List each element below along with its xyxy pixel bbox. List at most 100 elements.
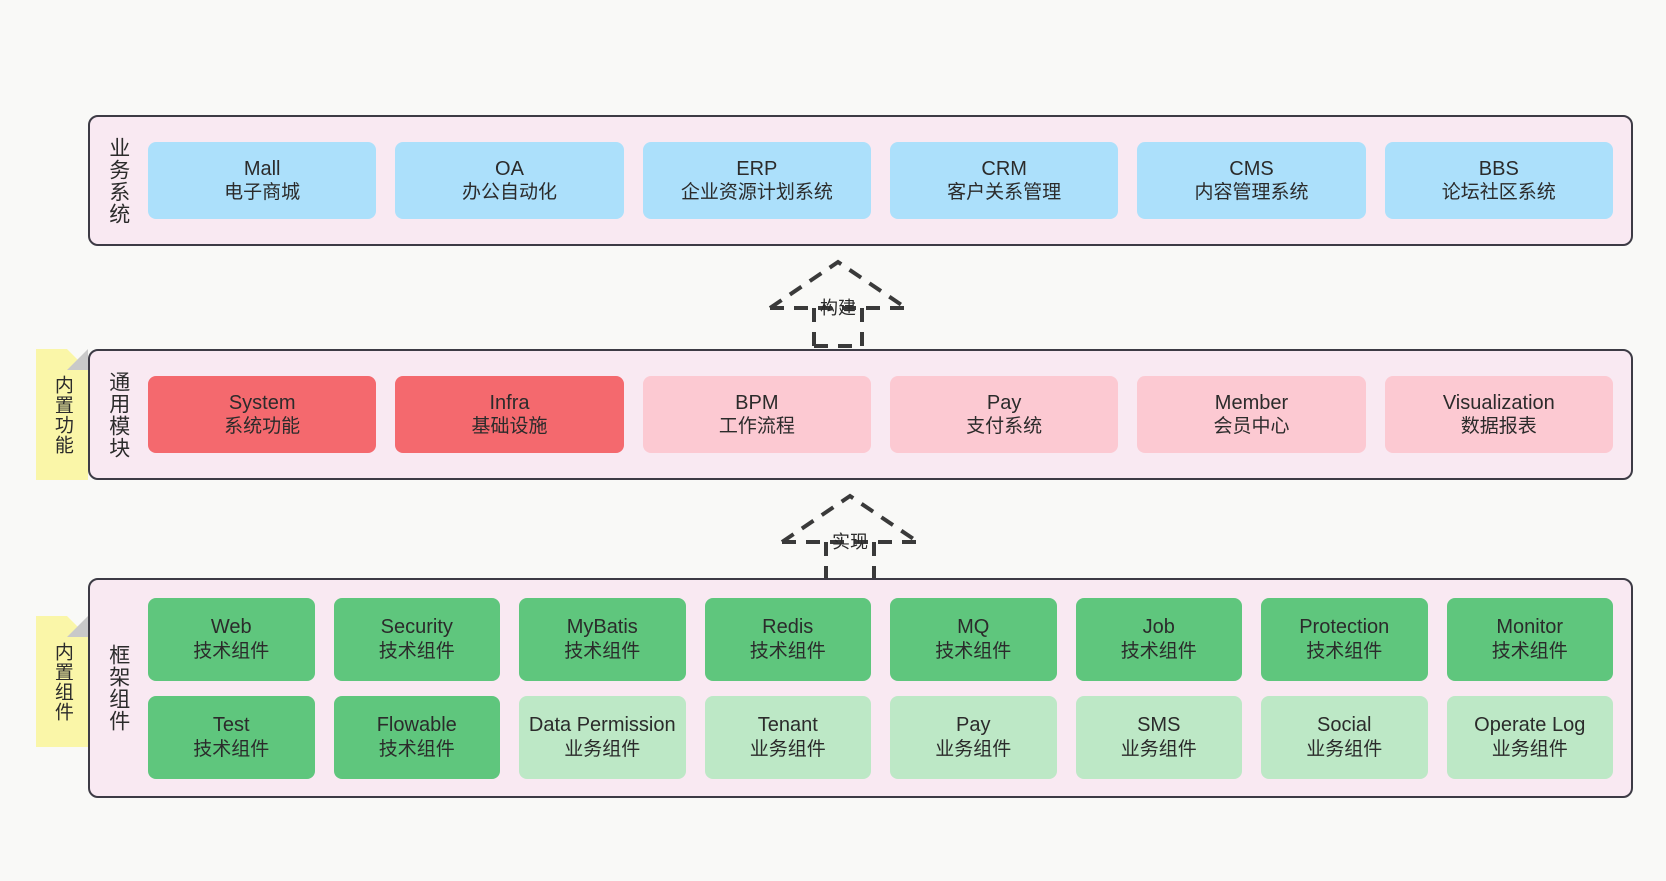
card-bpm[interactable]: BPM 工作流程 xyxy=(642,376,871,453)
card-subtitle: 技术组件 xyxy=(1491,640,1568,662)
card-title: MQ xyxy=(957,616,990,639)
card-sms[interactable]: SMS 业务组件 xyxy=(1075,695,1242,779)
layer-title-common-module: 通用模块 xyxy=(106,370,130,459)
card-subtitle: 技术组件 xyxy=(935,640,1012,662)
card-infra[interactable]: Infra 基础设施 xyxy=(395,376,624,453)
card-subtitle: 业务组件 xyxy=(935,738,1012,760)
card-subtitle: 会员中心 xyxy=(1213,416,1290,438)
card-title: Pay xyxy=(956,714,991,737)
card-title: CMS xyxy=(1229,157,1274,180)
card-bbs[interactable]: BBS 论坛社区系统 xyxy=(1384,142,1613,219)
card-title: Mall xyxy=(243,157,281,180)
card-subtitle: 技术组件 xyxy=(1306,640,1383,662)
card-cms[interactable]: CMS 内容管理系统 xyxy=(1137,142,1366,219)
card-subtitle: 技术组件 xyxy=(193,640,270,662)
card-job[interactable]: Job 技术组件 xyxy=(1075,597,1242,681)
card-subtitle: 办公自动化 xyxy=(461,182,557,204)
arrow-build-generalization: 构建 xyxy=(758,256,918,348)
layer-title-framework-component: 框架组件 xyxy=(106,644,130,732)
card-mybatis[interactable]: MyBatis 技术组件 xyxy=(519,597,686,681)
card-security[interactable]: Security 技术组件 xyxy=(333,597,500,681)
layer-body-framework-component: Web 技术组件 Security 技术组件 MyBatis 技术组件 Redi… xyxy=(146,580,1631,796)
card-flowable[interactable]: Flowable 技术组件 xyxy=(333,695,500,779)
card-member[interactable]: Member 会员中心 xyxy=(1137,376,1366,453)
card-visualization[interactable]: Visualization 数据报表 xyxy=(1384,376,1613,453)
card-social[interactable]: Social 业务组件 xyxy=(1261,695,1428,779)
card-data-permission[interactable]: Data Permission 业务组件 xyxy=(519,695,686,779)
card-title: OA xyxy=(495,157,524,180)
card-redis[interactable]: Redis 技术组件 xyxy=(704,597,871,681)
card-subtitle: 基础设施 xyxy=(471,416,548,438)
card-title: Test xyxy=(212,714,250,737)
card-subtitle: 技术组件 xyxy=(564,640,641,662)
card-oa[interactable]: OA 办公自动化 xyxy=(395,142,624,219)
note-fold-corner xyxy=(67,349,88,370)
card-row: Web 技术组件 Security 技术组件 MyBatis 技术组件 Redi… xyxy=(148,597,1613,681)
card-subtitle: 技术组件 xyxy=(749,640,826,662)
card-title: Flowable xyxy=(376,714,457,737)
card-protection[interactable]: Protection 技术组件 xyxy=(1261,597,1428,681)
card-tenant[interactable]: Tenant 业务组件 xyxy=(704,695,871,779)
card-subtitle: 业务组件 xyxy=(1306,738,1383,760)
card-title: Redis xyxy=(762,616,814,639)
card-title: Web xyxy=(210,616,252,639)
layer-body-common-module: System 系统功能 Infra 基础设施 BPM 工作流程 Pay 支付系统… xyxy=(146,351,1631,478)
card-title: BBS xyxy=(1478,157,1519,180)
card-title: Security xyxy=(380,616,453,639)
card-pay-business[interactable]: Pay 业务组件 xyxy=(890,695,1057,779)
card-subtitle: 工作流程 xyxy=(718,416,795,438)
card-subtitle: 企业资源计划系统 xyxy=(680,182,833,204)
layer-body-business-system: Mall 电子商城 OA 办公自动化 ERP 企业资源计划系统 CRM 客户关系… xyxy=(146,117,1631,244)
card-erp[interactable]: ERP 企业资源计划系统 xyxy=(642,142,871,219)
card-subtitle: 业务组件 xyxy=(749,738,826,760)
card-title: MyBatis xyxy=(566,616,638,639)
card-subtitle: 论坛社区系统 xyxy=(1441,182,1556,204)
card-pay[interactable]: Pay 支付系统 xyxy=(889,376,1119,453)
card-title: Job xyxy=(1142,616,1175,639)
layer-common-module: 通用模块 System 系统功能 Infra 基础设施 BPM 工作流程 Pay… xyxy=(88,349,1633,480)
layer-title-business-system: 业务系统 xyxy=(106,136,130,225)
arrow-label-build: 构建 xyxy=(820,298,856,318)
card-subtitle: 电子商城 xyxy=(224,182,301,204)
card-title: Operate Log xyxy=(1474,714,1586,737)
card-subtitle: 技术组件 xyxy=(193,738,270,760)
card-row: Mall 电子商城 OA 办公自动化 ERP 企业资源计划系统 CRM 客户关系… xyxy=(148,142,1613,219)
card-web[interactable]: Web 技术组件 xyxy=(148,597,315,681)
card-title: System xyxy=(228,391,296,414)
card-monitor[interactable]: Monitor 技术组件 xyxy=(1446,597,1613,681)
card-subtitle: 数据报表 xyxy=(1460,416,1537,438)
card-subtitle: 技术组件 xyxy=(378,640,455,662)
card-subtitle: 技术组件 xyxy=(378,738,455,760)
card-title: Pay xyxy=(986,391,1022,414)
card-mall[interactable]: Mall 电子商城 xyxy=(148,142,377,219)
card-crm[interactable]: CRM 客户关系管理 xyxy=(889,142,1119,219)
card-title: CRM xyxy=(981,157,1027,180)
layer-business-system: 业务系统 Mall 电子商城 OA 办公自动化 ERP 企业资源计划系统 CRM… xyxy=(88,115,1633,246)
note-label: 内置组件 xyxy=(51,641,73,722)
card-subtitle: 业务组件 xyxy=(1491,738,1568,760)
card-system[interactable]: System 系统功能 xyxy=(148,376,377,453)
card-title: Infra xyxy=(489,391,530,414)
card-subtitle: 客户关系管理 xyxy=(947,182,1062,204)
card-subtitle: 业务组件 xyxy=(564,738,641,760)
card-subtitle: 内容管理系统 xyxy=(1194,182,1309,204)
note-fold-corner xyxy=(67,616,88,637)
card-title: Member xyxy=(1214,391,1289,414)
card-title: Data Permission xyxy=(528,714,676,737)
note-builtin-function: 内置功能 xyxy=(36,349,88,480)
card-subtitle: 支付系统 xyxy=(966,416,1043,438)
card-title: ERP xyxy=(736,157,778,180)
card-test[interactable]: Test 技术组件 xyxy=(148,695,315,779)
layer-framework-component: 框架组件 Web 技术组件 Security 技术组件 MyBatis 技术组件… xyxy=(88,578,1633,798)
card-title: Monitor xyxy=(1496,616,1564,639)
card-title: Protection xyxy=(1299,616,1390,639)
card-row: Test 技术组件 Flowable 技术组件 Data Permission … xyxy=(148,695,1613,779)
card-subtitle: 技术组件 xyxy=(1120,640,1197,662)
card-row: System 系统功能 Infra 基础设施 BPM 工作流程 Pay 支付系统… xyxy=(148,376,1613,453)
card-operate-log[interactable]: Operate Log 业务组件 xyxy=(1446,695,1613,779)
card-mq[interactable]: MQ 技术组件 xyxy=(890,597,1057,681)
card-subtitle: 系统功能 xyxy=(224,416,301,438)
note-builtin-component: 内置组件 xyxy=(36,616,88,747)
card-title: BPM xyxy=(735,391,779,414)
